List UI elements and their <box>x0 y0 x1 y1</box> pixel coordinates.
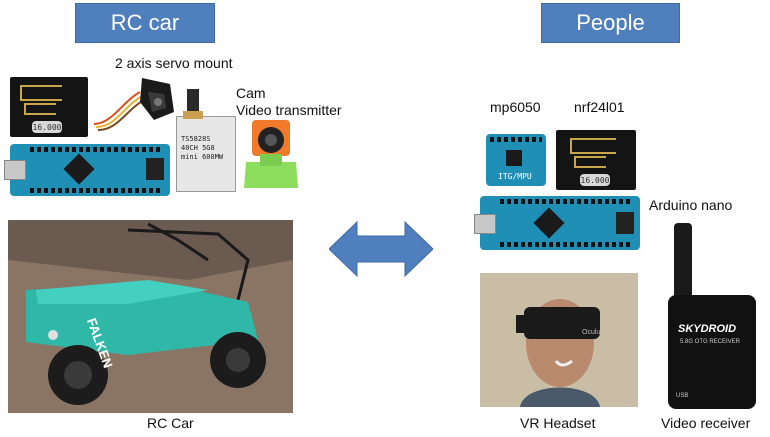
vr-headset-photo: Oculus <box>480 273 638 407</box>
transmitter-text: TS5828S 40CH 5G8 mini 600MW <box>181 135 224 161</box>
video-receiver-image: SKYDROID 5.8G OTG RECEIVER USB <box>668 223 756 409</box>
video-transmitter-image: TS5828S 40CH 5G8 mini 600MW <box>176 89 236 192</box>
headset-brand-text: Oculus <box>582 329 604 336</box>
people-header: People <box>541 3 680 43</box>
nrf24l01-label: nrf24l01 <box>574 99 625 115</box>
rc-car-caption: RC Car <box>147 415 194 431</box>
rc-car-photo: FALKEN <box>8 220 293 413</box>
crystal-label-right: 16.000 <box>580 174 610 186</box>
receiver-brand-text: SKYDROID <box>678 323 737 335</box>
arduino-nano-left <box>4 144 170 196</box>
camera-image <box>244 120 298 188</box>
arduino-nano-right <box>474 196 640 250</box>
mpu6050-label: mp6050 <box>490 99 541 115</box>
nrf24l01-module-right: 16.000 <box>556 130 636 190</box>
crystal-label: 16.000 <box>32 121 62 133</box>
video-receiver-caption: Video receiver <box>661 415 751 431</box>
servo-mount-label: 2 axis servo mount <box>115 55 233 71</box>
receiver-usb-text: USB <box>676 393 689 399</box>
servo-mount-image <box>93 78 174 131</box>
vr-headset-caption: VR Headset <box>520 415 596 431</box>
nrf24l01-module-left: 16.000 <box>10 77 88 137</box>
receiver-model-text: 5.8G OTG RECEIVER <box>680 339 741 345</box>
video-transmitter-label: Video transmitter <box>236 102 342 118</box>
rc-car-header: RC car <box>75 3 215 43</box>
cam-label: Cam <box>236 85 266 101</box>
arduino-nano-label: Arduino nano <box>649 197 733 213</box>
mpu6050-board: ITG/MPU <box>486 134 546 186</box>
mpu-text: ITG/MPU <box>498 172 532 181</box>
bidirectional-arrow-icon <box>329 220 433 278</box>
